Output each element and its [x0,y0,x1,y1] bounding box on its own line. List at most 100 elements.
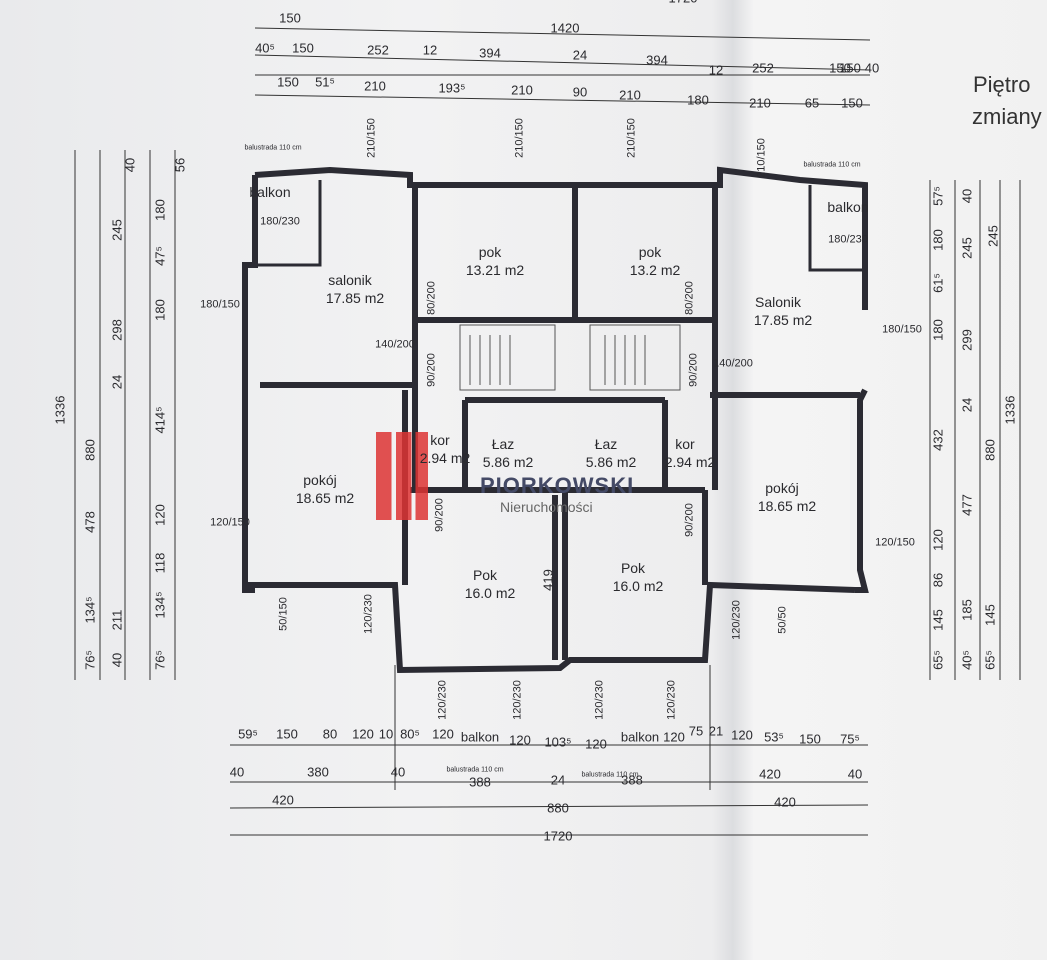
plan-subtitle: zmiany [972,104,1042,129]
opening-size-label: 120/230 [511,680,524,720]
opening-size-label: 90/200 [433,498,446,532]
dimension-label: 65 [804,95,820,111]
dimension-label: 61⁵ [930,273,946,293]
dimension-label: 1336 [52,395,68,425]
dimension-label: 298 [109,319,125,341]
dimension-label: 134⁵ [152,591,168,619]
dimension-label: 180 [687,92,709,108]
dimension-label: 120 [663,729,685,745]
dimension-label: 118 [152,552,168,574]
room-name: balkon [827,199,869,215]
room-name: Pok [620,560,646,576]
room-name: Łaz [594,436,618,452]
dimension-label: 420 [774,794,796,810]
dimension-label: 150 [279,10,301,26]
dimension-label: 40⁵ [959,650,975,670]
dimension-label: 80⁵ [400,726,420,742]
dimension-label: 245 [985,225,1001,247]
opening-size-label: 180/230 [260,215,300,228]
dimension-label: 65⁵ [982,650,998,670]
dimension-label: 80 [322,726,338,742]
opening-size-label: 210/150 [755,138,768,178]
dimension-label: 120 [352,726,374,742]
dimension-label: 150 [839,60,861,76]
room-name: kor [675,436,695,452]
dimension-label: 145 [982,604,998,626]
plan-title: Piętro [973,72,1031,97]
dimension-label: 252 [367,42,389,58]
dimension-label: 76⁵ [82,650,98,670]
room-area: 17.85 m2 [753,312,813,328]
dimension-label: 10 [378,726,394,742]
dimension-label: 210 [619,87,641,103]
opening-size-label: 120/230 [593,680,606,720]
room-name: salonik [328,272,372,288]
dimension-label: 21 [708,723,724,739]
dimension-label: 24 [959,397,975,413]
opening-size-label: 210/150 [365,118,378,158]
dimension-label: 59⁵ [238,726,258,742]
dimension-label: 1720 [543,828,573,844]
dimension-label: 245 [959,237,975,259]
opening-size-label: 120/230 [665,680,678,720]
dimension-label: 880 [547,800,569,816]
dimension-label: 40 [959,188,975,204]
dimension-label: 120 [585,736,607,752]
opening-size-label: 90/200 [683,503,696,537]
dimension-label: 1720 [669,0,698,5]
room-area: 13.2 m2 [629,262,681,278]
dimension-label: 1336 [1002,395,1018,425]
opening-size-label: 90/200 [687,353,700,387]
opening-size-label: 120/150 [210,516,250,529]
dimension-label: 180 [930,229,946,251]
dimension-label: 40 [390,764,406,780]
dimension-label: 432 [930,429,946,451]
dimension-label: 193⁵ [438,80,466,96]
dimension-label: 76⁵ [152,650,168,670]
room-name: balkon [249,184,291,200]
room-area: 18.65 m2 [295,490,355,506]
room-name: pokój [765,480,799,496]
dimension-label: 420 [759,766,781,782]
dimension-label: 210 [511,82,533,98]
dimension-label: 185 [959,599,975,621]
dimension-label: 120 [432,726,454,742]
dimension-label: 86 [930,572,946,588]
dimension-label: 12 [708,62,724,78]
room-area: 2.94 m2 [419,450,471,466]
dimension-label: 245 [109,219,125,241]
room-name: pok [478,244,502,260]
dimension-label: 880 [82,439,98,461]
opening-size-label: 120/150 [875,536,915,549]
opening-size-label: 180/150 [200,298,240,311]
opening-size-label: 80/200 [425,281,438,315]
opening-size-label: 180/230 [828,233,868,246]
dimension-label: 210 [749,95,771,111]
dimension-label: 210 [364,78,386,94]
dimension-label: 150 [276,726,298,742]
dimension-label: 1420 [550,20,580,36]
dimension-label: 40 [122,157,138,173]
room-area: 13.21 m2 [465,262,525,278]
dimension-label: 414⁵ [152,406,168,434]
dimension-label: 420 [272,792,294,808]
dimension-label: 56 [172,157,188,173]
dimension-label: 40 [847,766,863,782]
dimension-label: 252 [752,60,774,76]
dimension-label: 394 [646,52,668,68]
balustrade-label: balustrada 110 cm [244,144,302,152]
dimension-label: 120 [509,732,531,748]
dimension-label: 90 [572,84,588,100]
opening-size-label: 120/230 [436,680,449,720]
dimension-label: 75⁵ [840,731,860,747]
balustrade-label: balustrada 110 cm [581,771,639,779]
opening-size-label: 140/200 [375,338,415,351]
dimension-label: 24 [550,772,566,788]
dimension-label: 180 [152,299,168,321]
dimension-label: 75 [688,723,704,739]
room-area: 16.0 m2 [612,578,664,594]
dimension-label: 150 [292,40,314,56]
room-area: 17.85 m2 [325,290,385,306]
watermark-logo [376,432,428,520]
dimension-label: 380 [307,764,329,780]
